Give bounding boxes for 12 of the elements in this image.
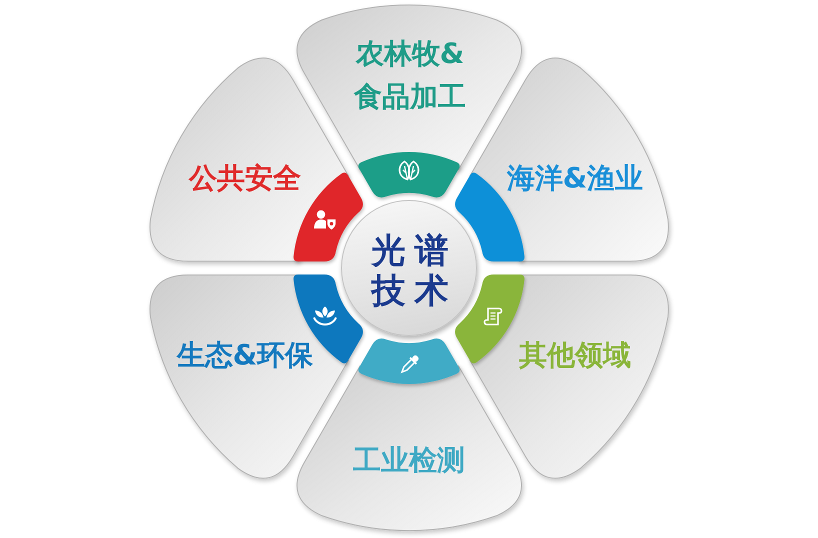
category-label: 海洋&渔业 (506, 160, 644, 196)
petal (150, 274, 348, 478)
category-label: 其他领域 (518, 338, 631, 374)
category-label: 农林牧&食品加工 (352, 36, 467, 115)
petal (150, 58, 348, 262)
category-label: 生态&环保 (176, 338, 314, 374)
petal (470, 58, 668, 262)
petal (470, 274, 668, 478)
center-label: 光谱技术 (370, 231, 458, 311)
category-label: 工业检测 (352, 442, 465, 478)
category-label: 公共安全 (188, 160, 301, 196)
center-circle (341, 200, 477, 336)
